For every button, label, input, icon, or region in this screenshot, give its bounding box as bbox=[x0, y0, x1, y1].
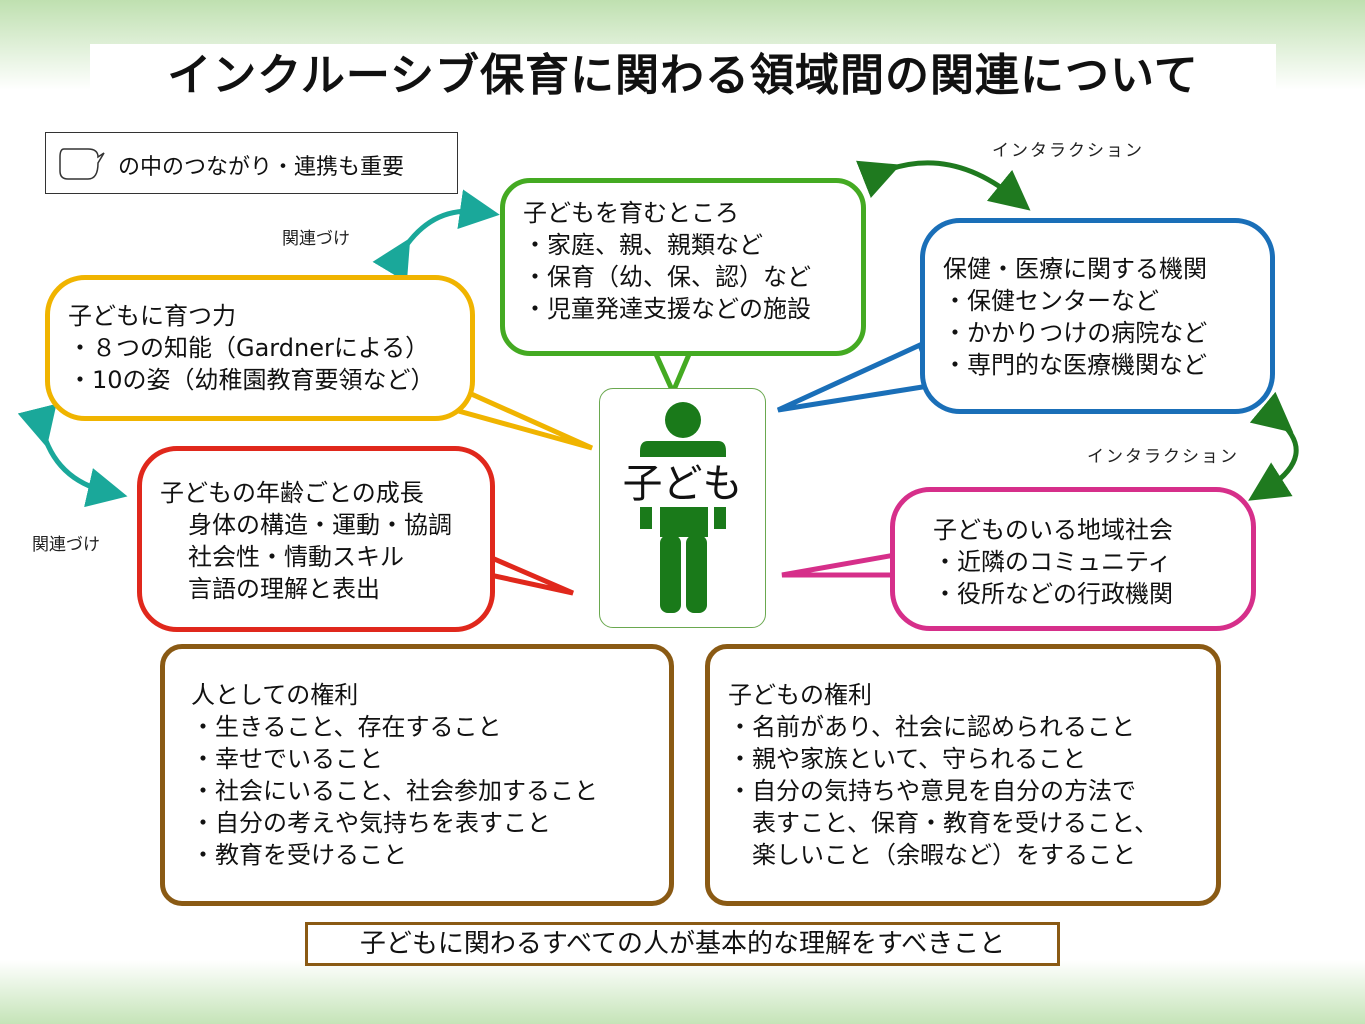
arrow-kanrenzuke-left bbox=[17, 403, 128, 508]
bubble-age-growth: 子どもの年齢ごとの成長 身体の構造・運動・協調 社会性・情動スキル 言語の理解と… bbox=[137, 446, 495, 632]
bubble-tails bbox=[434, 341, 939, 596]
rights-item: ・生きること、存在すること bbox=[191, 713, 502, 741]
tail-age-growth bbox=[481, 550, 574, 596]
bubble-title: 保健・医療に関する機関 bbox=[943, 255, 1207, 283]
label-kanrenzuke-left: 関連づけ bbox=[32, 535, 100, 555]
rights-item: ・社会にいること、社会参加すること bbox=[191, 777, 599, 805]
child-center: 子ども bbox=[599, 388, 766, 628]
rights-item: 表すこと、保育・教育を受けること、 bbox=[728, 809, 1159, 837]
rights-item: ・幸せでいること bbox=[191, 745, 383, 773]
rights-item: ・名前があり、社会に認められること bbox=[728, 713, 1136, 741]
child-label: 子ども bbox=[622, 461, 743, 507]
bubble-title: 子どものいる地域社会 bbox=[933, 516, 1173, 544]
label-interaction-right: インタラクション bbox=[1087, 447, 1239, 467]
bubble-item: ・８つの知能（Gardnerによる） bbox=[68, 334, 430, 362]
bubble-item: ・近隣のコミュニティ bbox=[933, 548, 1172, 576]
bubble-health-medical: 保健・医療に関する機関 ・保健センターなど ・かかりつけの病院など ・専門的な医… bbox=[920, 218, 1275, 414]
bubble-community: 子どものいる地域社会 ・近隣のコミュニティ ・役所などの行政機関 bbox=[890, 487, 1256, 631]
bubble-item: ・かかりつけの病院など bbox=[943, 319, 1208, 347]
speech-bubble-icon bbox=[59, 148, 105, 180]
label-interaction-top: インタラクション bbox=[992, 141, 1144, 161]
tail-community bbox=[781, 552, 898, 578]
arrow-kanrenzuke-top bbox=[372, 189, 500, 283]
bubble-item: ・保健センターなど bbox=[943, 287, 1159, 315]
rights-title: 人としての権利 bbox=[191, 681, 359, 709]
bubble-growing-power: 子どもに育つ力 ・８つの知能（Gardnerによる） ・10の姿（幼稚園教育要領… bbox=[45, 275, 475, 421]
rights-item: ・教育を受けること bbox=[191, 841, 407, 869]
bubble-item: 社会性・情動スキル bbox=[188, 543, 404, 571]
legend: の中のつながり・連携も重要 bbox=[45, 132, 458, 194]
rights-item: ・自分の気持ちや意見を自分の方法で bbox=[728, 777, 1136, 805]
bubble-title: 子どもを育むところ bbox=[523, 199, 739, 227]
bubble-item: ・児童発達支援などの施設 bbox=[523, 295, 811, 323]
arrow-interaction-top bbox=[856, 160, 1031, 211]
bubble-item: ・家庭、親、親類など bbox=[523, 231, 763, 259]
rights-item: 楽しいこと（余暇など）をすること bbox=[728, 841, 1136, 869]
bottom-note: 子どもに関わるすべての人が基本的な理解をすべきこと bbox=[305, 922, 1060, 966]
legend-text: の中のつながり・連携も重要 bbox=[118, 155, 405, 180]
bubble-item: 言語の理解と表出 bbox=[188, 575, 380, 603]
bubble-item: ・保育（幼、保、認）など bbox=[523, 263, 811, 291]
tail-nurture-place bbox=[651, 349, 694, 399]
bubble-item: 身体の構造・運動・協調 bbox=[188, 511, 452, 539]
bubble-item: ・専門的な医療機関など bbox=[943, 351, 1207, 379]
rights-child-box: 子どもの権利 ・名前があり、社会に認められること ・親や家族といて、守られること… bbox=[705, 644, 1221, 906]
bubble-title: 子どもの年齢ごとの成長 bbox=[160, 479, 424, 507]
title-bar: インクルーシブ保育に関わる領域間の関連について bbox=[90, 44, 1276, 108]
rights-human-box: 人としての権利 ・生きること、存在すること ・幸せでいること ・社会にいること、… bbox=[160, 644, 674, 906]
page-title: インクルーシブ保育に関わる領域間の関連について bbox=[167, 50, 1199, 101]
rights-title: 子どもの権利 bbox=[728, 681, 872, 709]
label-kanrenzuke-top: 関連づけ bbox=[282, 229, 350, 249]
child-person-icon bbox=[640, 402, 726, 613]
rights-item: ・自分の考えや気持ちを表すこと bbox=[191, 809, 551, 837]
bubble-nurture-place: 子どもを育むところ ・家庭、親、親類など ・保育（幼、保、認）など ・児童発達支… bbox=[500, 178, 866, 356]
arrow-interaction-right bbox=[1248, 391, 1299, 501]
rights-item: ・親や家族といて、守られること bbox=[728, 745, 1087, 773]
bubble-item: ・10の姿（幼稚園教育要領など） bbox=[68, 366, 435, 394]
bubble-item: ・役所などの行政機関 bbox=[933, 580, 1173, 608]
bubble-title: 子どもに育つ力 bbox=[68, 302, 236, 330]
